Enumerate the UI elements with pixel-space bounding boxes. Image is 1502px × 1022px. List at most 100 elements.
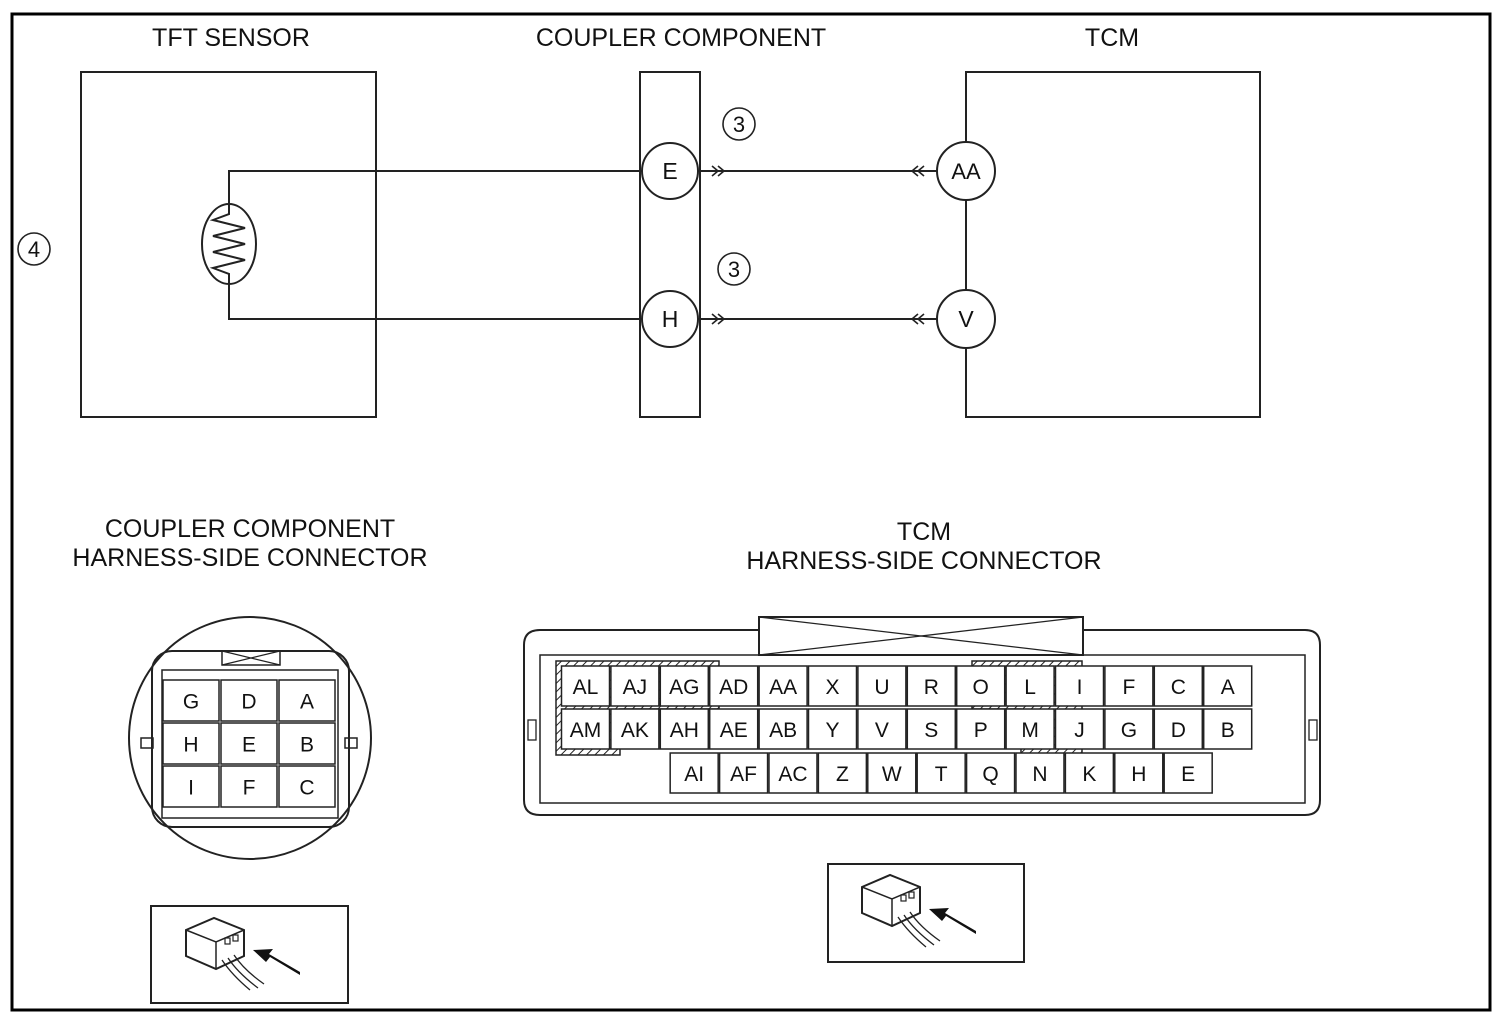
callout-marker-sensor (17, 232, 51, 266)
callout-wire-bottom: 3 (728, 257, 740, 282)
insert-arrow-icon (253, 949, 300, 975)
tcm-pin-cell-k-label: K (1082, 763, 1096, 786)
wire-bottom (228, 284, 642, 320)
tcm-pin-cell-g-label: G (1121, 719, 1137, 742)
tcm-pin-cell-f: F (1104, 665, 1154, 707)
coupler-component-title: COUPLER COMPONENT (536, 24, 826, 52)
tcm-pin-cell-j-label: J (1074, 719, 1085, 742)
tcm-pin-cell-aj-label: AJ (623, 676, 648, 699)
tcm-pin-cell-m-label: M (1021, 719, 1039, 742)
tcm-pin-cell-v: V (857, 708, 907, 750)
tcm-pin-aa-label: AA (951, 159, 981, 184)
tcm-pin-cell-ad: AD (708, 665, 759, 707)
tcm-pin-cell-ai-label: AI (684, 763, 704, 786)
tcm-pin-cell-aa: AA (758, 665, 808, 707)
tcm-pin-cell-o-label: O (973, 676, 989, 699)
tcm-pin-cell-t-label: T (935, 763, 948, 786)
coupler-pin-cell-a: A (278, 679, 336, 722)
coupler-pin-cell-i-label: I (188, 777, 194, 800)
tcm-pin-cell-p: P (955, 708, 1006, 750)
tcm-pin-cell-ak-label: AK (621, 719, 649, 742)
wire-top (228, 170, 642, 204)
connector-chevron-bottom-right (711, 313, 925, 325)
tcm-pin-cell-j: J (1054, 708, 1105, 750)
tcm-pin-cell-i-label: I (1077, 676, 1083, 699)
connector-chevron-top-right (711, 165, 925, 177)
tcm-pin-cell-y-label: Y (825, 719, 839, 742)
tcm-pin-cell-ai: AI (669, 752, 719, 794)
coupler-pin-cell-a-label: A (300, 691, 314, 714)
tcm-pin-cell-w: W (867, 752, 917, 794)
tcm-view-icon (827, 863, 1025, 963)
tcm-title: TCM (1085, 24, 1139, 52)
coupler-pin-h (641, 290, 699, 348)
coupler-pin-cell-b-label: B (300, 734, 314, 757)
callout-sensor-note: 4 (28, 237, 40, 262)
coupler-pin-cell-g: G (162, 679, 220, 722)
tcm-pin-cell-r: R (906, 665, 957, 707)
thermistor-symbol (201, 203, 257, 285)
callout-marker-top (722, 107, 756, 141)
tcm-pin-cell-ac: AC (768, 752, 818, 794)
tcm-pin-cell-ah-label: AH (670, 719, 699, 742)
tcm-pin-cell-ab: AB (758, 708, 808, 750)
tcm-pin-cell-ae-label: AE (720, 719, 748, 742)
coupler-pin-cell-d-label: D (241, 691, 256, 714)
tcm-pin-cell-z-label: Z (836, 763, 849, 786)
tcm-pin-cell-t: T (916, 752, 966, 794)
coupler-pin-cell-f: F (220, 765, 278, 808)
tcm-pin-cell-a: A (1202, 665, 1253, 707)
coupler-pin-cell-b: B (278, 722, 336, 765)
tcm-pin-cell-ag-label: AG (669, 676, 699, 699)
tcm-pin-cell-x-label: X (825, 676, 839, 699)
coupler-view-icon (150, 905, 349, 1004)
coupler-pin-cell-h: H (162, 722, 220, 765)
tcm-pin-cell-ae: AE (708, 708, 759, 750)
tcm-pin-cell-b-label: B (1221, 719, 1235, 742)
coupler-pin-cell-c-label: C (299, 777, 314, 800)
coupler-pin-cell-f-label: F (243, 777, 256, 800)
tcm-connector-latch (758, 616, 1084, 656)
tcm-pin-cell-am-label: AM (570, 719, 602, 742)
coupler-latch (221, 650, 281, 666)
tcm-pin-cell-q: Q (965, 752, 1016, 794)
tcm-pin-cell-ab-label: AB (769, 719, 797, 742)
tcm-pin-cell-s-label: S (924, 719, 938, 742)
tcm-pin-cell-d-label: D (1171, 719, 1186, 742)
tcm-pin-cell-o: O (955, 665, 1006, 707)
tcm-pin-cell-l-label: L (1024, 676, 1036, 699)
tcm-pin-cell-ah: AH (659, 708, 710, 750)
tft-sensor-title: TFT SENSOR (152, 24, 310, 52)
tcm-pin-cell-aa-label: AA (769, 676, 797, 699)
tcm-pin-cell-h-label: H (1131, 763, 1146, 786)
tcm-pin-cell-a-label: A (1221, 676, 1235, 699)
coupler-pin-cell-d: D (220, 679, 278, 722)
tcm-pin-cell-u: U (857, 665, 907, 707)
tcm-box (965, 71, 1261, 418)
tcm-pin-cell-y: Y (807, 708, 858, 750)
coupler-pin-h-label: H (662, 306, 679, 332)
tcm-pin-cell-v-label: V (875, 719, 889, 742)
tcm-pin-cell-am: AM (560, 708, 611, 750)
tcm-pin-cell-r-label: R (924, 676, 939, 699)
tcm-pin-cell-ac-label: AC (778, 763, 807, 786)
tcm-pin-cell-i: I (1054, 665, 1105, 707)
coupler-pin-cell-i: I (162, 765, 220, 808)
tcm-pin-cell-u-label: U (874, 676, 889, 699)
callout-marker-bottom (717, 252, 751, 286)
tcm-pin-cell-al-label: AL (573, 676, 599, 699)
tcm-pin-cell-x: X (807, 665, 858, 707)
coupler-pin-e (641, 142, 699, 200)
tcm-pin-cell-m: M (1005, 708, 1055, 750)
coupler-component-bar (639, 71, 701, 418)
tcm-connector-heading-line2: HARNESS-SIDE CONNECTOR (746, 547, 1101, 575)
tcm-pin-cell-ag: AG (659, 665, 710, 707)
coupler-pin-e-label: E (662, 158, 677, 184)
tcm-pin-cell-h: H (1114, 752, 1164, 794)
tcm-pin-cell-e-label: E (1181, 763, 1195, 786)
insert-arrow-icon (929, 908, 976, 934)
tcm-pin-cell-af: AF (718, 752, 769, 794)
tcm-pin-cell-q-label: Q (982, 763, 998, 786)
